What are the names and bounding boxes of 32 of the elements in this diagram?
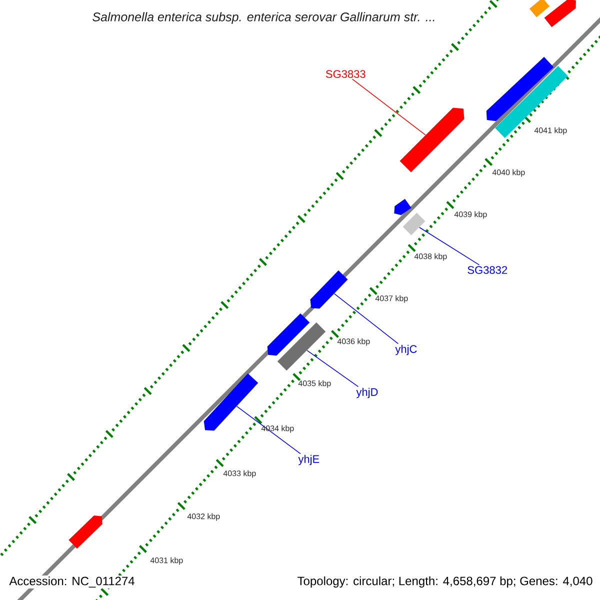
gene-label: yhjC: [395, 344, 417, 356]
tick-label: 4039 kbp: [454, 211, 487, 219]
tick-label: 4033 kbp: [223, 470, 256, 478]
gene-feature: [402, 212, 426, 236]
leader-line: [334, 293, 399, 344]
gene-feature: [204, 373, 258, 431]
gene-label: SG3832: [468, 266, 508, 274]
gene-label: yhjD: [356, 388, 378, 398]
leader-line: [236, 406, 301, 454]
gene-feature: [529, 0, 550, 18]
tick-label: 4035 kbp: [298, 380, 331, 388]
gene-feature: [68, 515, 102, 549]
leader-line: [352, 78, 426, 136]
gene-feature: [277, 322, 326, 371]
footer-text: Accession: NC_011274: [8, 575, 136, 589]
gene-feature: [400, 108, 464, 172]
gene-feature: [544, 0, 576, 28]
gene-feature: [495, 66, 568, 138]
gene-feature: [394, 198, 412, 216]
leader-line: [419, 226, 480, 266]
tick-label: 4041 kbp: [534, 127, 567, 135]
tick-label: 4032 kbp: [187, 513, 220, 521]
title: Salmonella enterica subsp. enterica serovar Gallinarum str. ...: [92, 12, 434, 24]
gene-label: yhjE: [298, 454, 320, 466]
gene-feature: [267, 313, 310, 356]
tick-label: 4040 kbp: [492, 169, 525, 177]
leader-line: [306, 350, 359, 388]
tick-label: 4031 kbp: [150, 557, 183, 565]
gene-feature: [486, 56, 554, 122]
gene-feature: [310, 270, 348, 309]
footer-text: Topology: circular; Length: 4,658,697 bp; Genes: 4,040: [296, 575, 594, 589]
gene-label: SG3833: [326, 70, 366, 78]
